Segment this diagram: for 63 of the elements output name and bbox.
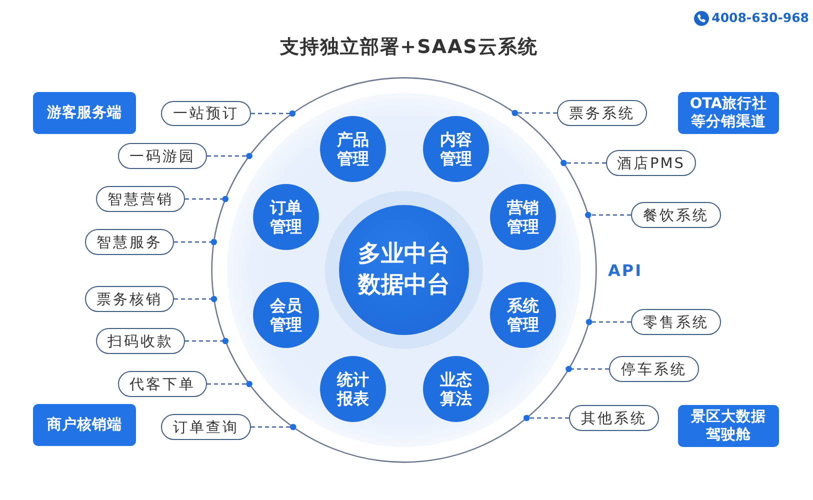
connector-line xyxy=(251,424,296,430)
module-label: 统计报表 xyxy=(337,370,369,408)
group-header xyxy=(33,92,136,134)
feature-pill xyxy=(631,309,721,335)
connector-line xyxy=(251,110,296,117)
module-label: 内容管理 xyxy=(440,130,472,168)
feature-label: 餐饮系统 xyxy=(643,206,709,224)
module-label: 会员管理 xyxy=(270,296,302,334)
feature-label: 票务核销 xyxy=(96,290,162,308)
api-label: API xyxy=(608,261,643,280)
module-label: 营销管理 xyxy=(507,198,539,236)
feature-pill xyxy=(631,202,721,228)
phone-number: 4008-630-968 xyxy=(712,10,809,25)
group-header xyxy=(678,92,779,134)
feature-pill xyxy=(569,405,659,431)
feature-pill xyxy=(161,101,251,126)
group-label: OTA旅行社等分销渠道 xyxy=(688,95,768,131)
module-label: 产品管理 xyxy=(337,130,369,168)
feature-label: 零售系统 xyxy=(643,314,709,332)
group-label: 景区大数据驾驶舱 xyxy=(690,408,767,444)
connector-line xyxy=(185,196,229,202)
feature-label: 停车系统 xyxy=(621,360,687,378)
connector-line xyxy=(207,380,252,388)
feature-pill xyxy=(161,414,251,440)
connector-line xyxy=(560,160,606,166)
module-label: 订单管理 xyxy=(270,198,302,236)
feature-label: 扫码收款 xyxy=(108,332,174,350)
core-label: 数据中台 xyxy=(358,271,450,300)
feature-label: 酒店PMS xyxy=(617,154,685,172)
core-label: 多业中台 xyxy=(358,240,450,269)
connector-line xyxy=(512,110,557,116)
feature-label: 其他系统 xyxy=(581,410,647,428)
feature-label: 代客下单 xyxy=(130,376,196,394)
module-label: 系统管理 xyxy=(507,296,539,334)
group-label: 游客服务端 xyxy=(47,104,122,122)
feature-pill xyxy=(118,371,207,397)
connector-line xyxy=(523,414,569,422)
feature-pill xyxy=(118,143,207,169)
feature-label: 一码游园 xyxy=(130,148,196,166)
feature-pill xyxy=(85,229,174,255)
feature-label: 智慧营销 xyxy=(108,190,174,208)
feature-pill xyxy=(85,286,174,312)
feature-pill xyxy=(96,328,185,354)
group-label: 商户核销端 xyxy=(47,416,122,434)
connector-line xyxy=(174,296,218,302)
feature-label: 智慧服务 xyxy=(96,234,162,252)
feature-pill xyxy=(557,100,647,126)
feature-label: 一站预订 xyxy=(173,105,239,123)
connector-line xyxy=(185,338,229,344)
diagram-title: 支持独立部署+SAAS云系统 xyxy=(280,35,538,60)
connector-line xyxy=(566,366,609,372)
module-label: 业态算法 xyxy=(440,370,472,408)
connector-line xyxy=(585,212,631,218)
feature-label: 订单查询 xyxy=(173,418,239,436)
feature-pill xyxy=(96,186,185,212)
connector-line xyxy=(174,238,217,246)
group-header xyxy=(678,405,779,447)
connector-line xyxy=(586,318,631,326)
connector-line xyxy=(207,152,252,160)
feature-pill xyxy=(609,356,699,382)
feature-label: 票务系统 xyxy=(569,104,635,122)
feature-pill xyxy=(606,150,696,176)
group-header xyxy=(33,404,136,446)
